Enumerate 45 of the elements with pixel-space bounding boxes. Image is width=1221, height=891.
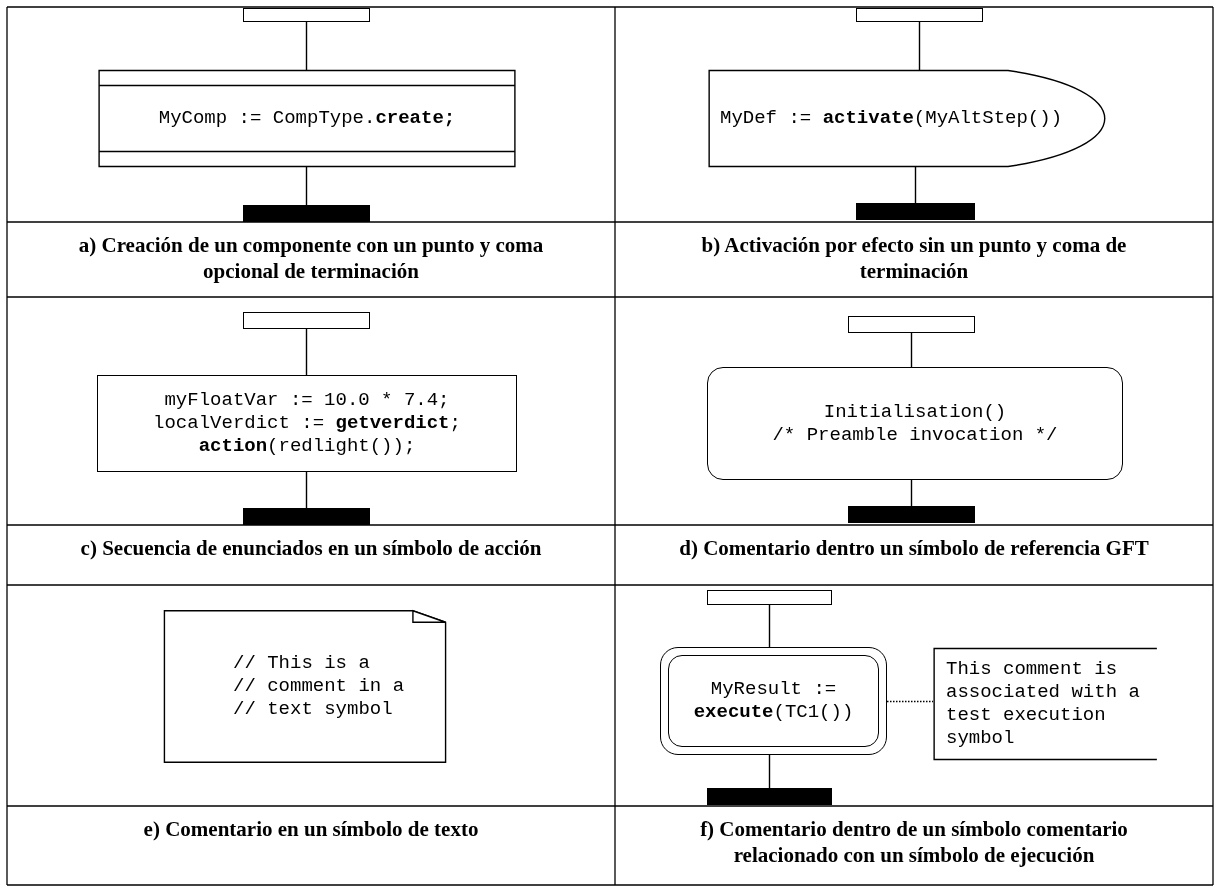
caption: c) Secuencia de enunciados en un símbolo de acción — [79, 535, 543, 561]
code-text: // This is a — [233, 652, 371, 675]
start-box — [856, 8, 983, 22]
code-text: /* Preamble invocation */ — [772, 423, 1058, 447]
connector-line — [918, 21, 921, 71]
code-text: myFloatVar := 10.0 * 7.4; — [163, 389, 451, 412]
connector-line — [305, 166, 308, 206]
code-text: // text symbol — [233, 698, 394, 721]
end-bar — [848, 506, 975, 523]
caption: a) Creación de un componente con un punto y coma opcional de terminación — [77, 232, 545, 284]
caption: b) Activación por efecto sin un punto y coma de terminación — [700, 232, 1128, 284]
text-symbol — [163, 610, 447, 763]
code-text: MyDef := activate(MyAltStep()) — [720, 107, 1063, 130]
caption: d) Comentario dentro un símbolo de referencia GFT — [678, 535, 1150, 561]
connector-line — [305, 471, 308, 509]
start-box — [848, 316, 975, 333]
connector-line — [910, 479, 913, 507]
connector-line — [914, 166, 917, 204]
end-bar — [243, 205, 370, 222]
caption: e) Comentario en un símbolo de texto — [142, 816, 480, 842]
execution-symbol — [660, 647, 887, 755]
connector-line — [768, 754, 771, 789]
end-bar — [856, 203, 975, 220]
start-box — [243, 8, 370, 22]
start-box — [707, 590, 832, 605]
connector-line — [305, 21, 308, 71]
connector-line — [768, 604, 771, 648]
code-text: This comment is associated with a test execution symbol — [946, 658, 1141, 750]
code-text: MyResult := execute(TC1()) — [692, 678, 855, 724]
connector-line — [910, 332, 913, 368]
comment-symbol — [933, 648, 1158, 760]
dotted-connector — [886, 700, 934, 703]
code-text: Initialisation() — [822, 400, 1008, 424]
action-box — [97, 375, 517, 472]
connector-line — [305, 328, 308, 376]
code-text: action(redlight()); — [197, 435, 417, 458]
start-box — [243, 312, 370, 329]
code-text: localVerdict := getverdict; — [153, 412, 461, 435]
end-bar — [243, 508, 370, 525]
create-symbol — [97, 70, 517, 167]
end-bar — [707, 788, 832, 805]
code-text: // comment in a — [233, 675, 405, 698]
caption: f) Comentario dentro de un símbolo comentario relacionado con un símbolo de ejecución — [699, 816, 1129, 868]
code-text: MyComp := CompType.create; — [158, 107, 456, 130]
reference-box — [707, 367, 1123, 480]
